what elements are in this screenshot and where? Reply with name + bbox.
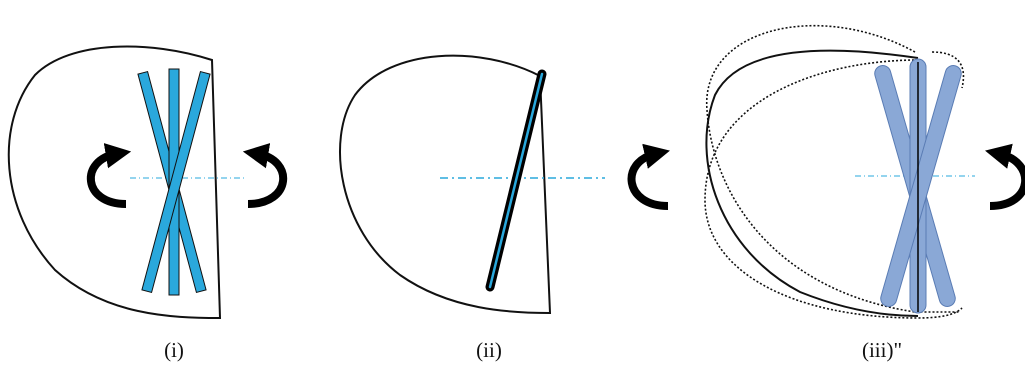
panel-ii [339, 54, 670, 315]
cut-disc-outline [7, 45, 222, 320]
panel-iii [704, 24, 1025, 319]
bar-right [141, 70, 211, 294]
bar-right [880, 65, 962, 307]
caption-panel-ii: (ii) [476, 338, 502, 362]
caption-panel-iii: (iii)" [861, 338, 903, 362]
caption-panel-i: (i) [164, 338, 184, 362]
rotate-arrow-icon [985, 143, 1025, 210]
rotate-arrow-left-icon [87, 143, 132, 208]
rotate-arrow-icon [627, 143, 670, 210]
cut-disc-outline [339, 54, 552, 315]
dotted-disc-outline-upper [706, 24, 960, 313]
dotted-disc-outline-lower [704, 59, 963, 319]
panel-i [7, 45, 287, 320]
disc-outline [705, 49, 919, 317]
tilted-bar-core [488, 72, 544, 289]
rotate-arrow-right-icon [242, 143, 287, 208]
